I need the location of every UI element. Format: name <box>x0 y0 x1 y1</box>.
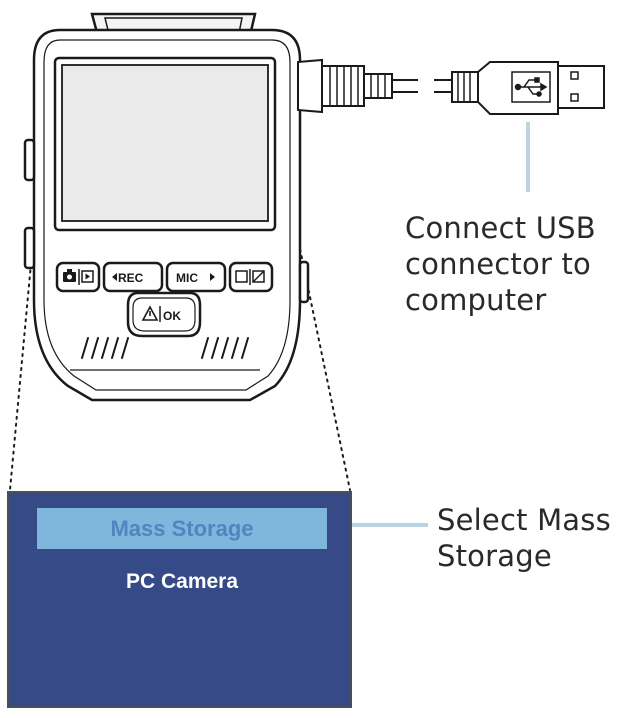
rec-arrow-icon <box>112 273 117 281</box>
mic-arrow-icon <box>210 273 215 281</box>
camera-screen <box>61 64 269 222</box>
storage-callout-text: Select Mass Storage <box>437 502 622 574</box>
delete-icon <box>252 270 265 283</box>
menu-item-pc-camera[interactable]: PC Camera <box>125 570 239 593</box>
rec-button-label: REC <box>118 271 144 285</box>
warning-icon <box>141 305 159 321</box>
speaker-grille-right <box>201 337 249 359</box>
usb-callout-line: connector to <box>405 247 592 281</box>
menu-screen: Mass Storage PC Camera <box>7 491 352 708</box>
usb-icon <box>514 77 548 97</box>
usb-cable <box>392 79 452 93</box>
dash-camera <box>23 12 310 402</box>
usb-callout-line: computer <box>405 283 547 317</box>
storage-callout-line: Storage <box>437 539 552 573</box>
menu-item-mass-storage[interactable]: Mass Storage <box>37 508 327 549</box>
speaker-grille-left <box>81 337 129 359</box>
ok-button-label: OK <box>163 309 181 323</box>
side-button-lower <box>23 226 36 270</box>
side-button-upper <box>23 138 36 182</box>
mic-button-label: MIC <box>176 271 198 285</box>
playback-icon <box>81 270 94 283</box>
usb-callout-line: Connect USB <box>405 211 596 245</box>
zoom-line-right <box>292 214 351 491</box>
storage-callout-line: Select Mass <box>437 503 611 537</box>
mic-button <box>165 261 227 293</box>
mode-button <box>228 261 274 293</box>
camera-icon <box>63 269 76 282</box>
rec-button <box>102 261 164 293</box>
usb-callout-text: Connect USB connector to computer <box>405 210 620 318</box>
screen-mode-icon <box>235 270 248 283</box>
ok-button <box>126 291 202 338</box>
camera-usb-plug <box>297 58 393 114</box>
side-button-right <box>298 260 310 304</box>
